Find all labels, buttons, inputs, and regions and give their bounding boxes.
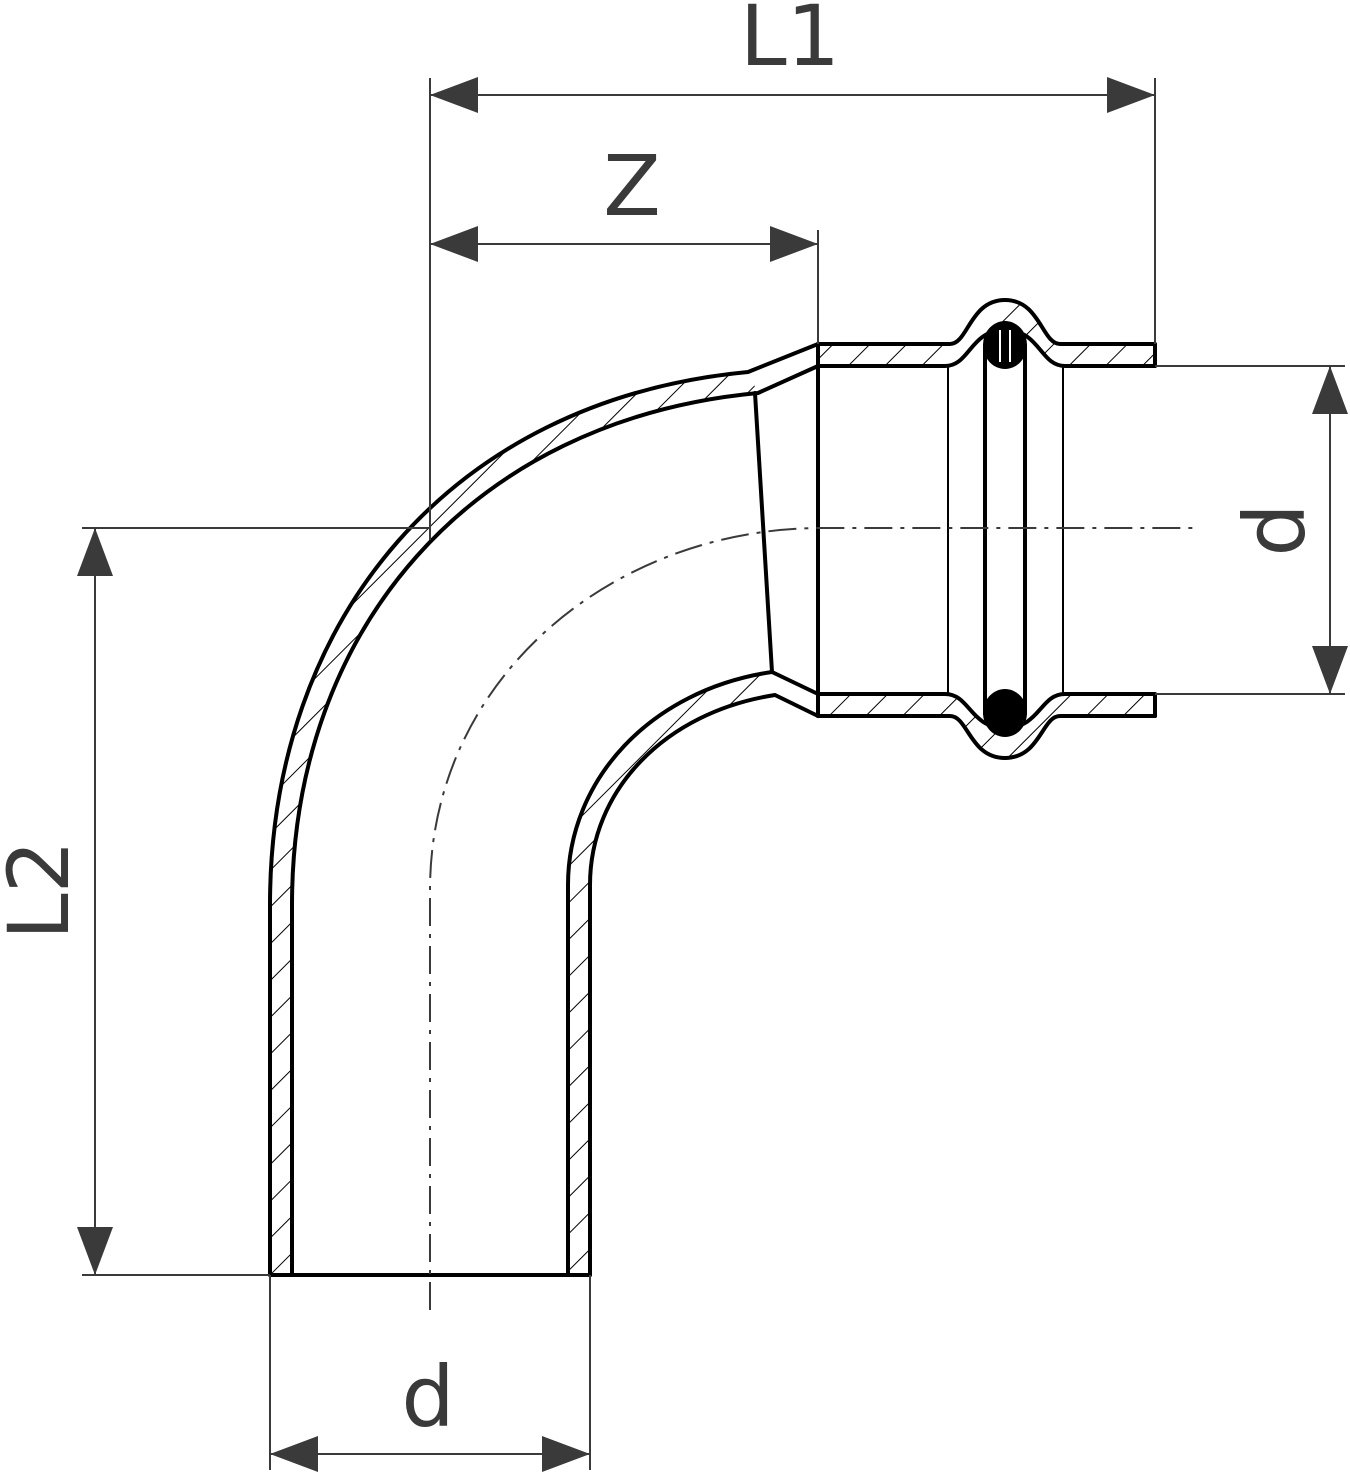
arrow-z-left: [430, 226, 478, 262]
bend-outer-edge-inner: [290, 364, 820, 1277]
arrow-l1-left: [430, 77, 478, 113]
label-d-bottom: d: [401, 1348, 454, 1446]
o-ring-top-seal: [983, 321, 1027, 369]
label-z: Z: [603, 137, 661, 235]
arrow-l2-top: [77, 528, 113, 576]
bend-outer-edge: [268, 342, 820, 1277]
arrow-d-right-top: [1312, 366, 1348, 414]
fitting-body: [268, 298, 1157, 1277]
label-l1: L1: [740, 0, 840, 85]
bend-inner-edge-outer: [588, 693, 820, 1277]
arrow-l2-bottom: [77, 1227, 113, 1275]
joint-line: [753, 391, 774, 674]
label-l2: L2: [0, 840, 88, 940]
bend-inner-wall-band: [568, 672, 775, 1275]
o-ring-bottom-seal: [983, 689, 1027, 737]
bend-wall-outer-band: [270, 372, 758, 1275]
bend-inner-edge: [566, 670, 820, 1277]
label-d-right: d: [1226, 503, 1324, 556]
arrow-z-right: [770, 226, 818, 262]
arrow-d-bottom-left: [270, 1436, 318, 1472]
socket-top-outer: [816, 298, 1157, 368]
center-lines: [429, 527, 1195, 1310]
arrow-d-right-bottom: [1312, 646, 1348, 694]
arrow-d-bottom-right: [542, 1436, 590, 1472]
arrow-l1-right: [1107, 77, 1155, 113]
bend-centerline: [429, 527, 1195, 1310]
socket-bottom-outer: [816, 714, 1157, 760]
